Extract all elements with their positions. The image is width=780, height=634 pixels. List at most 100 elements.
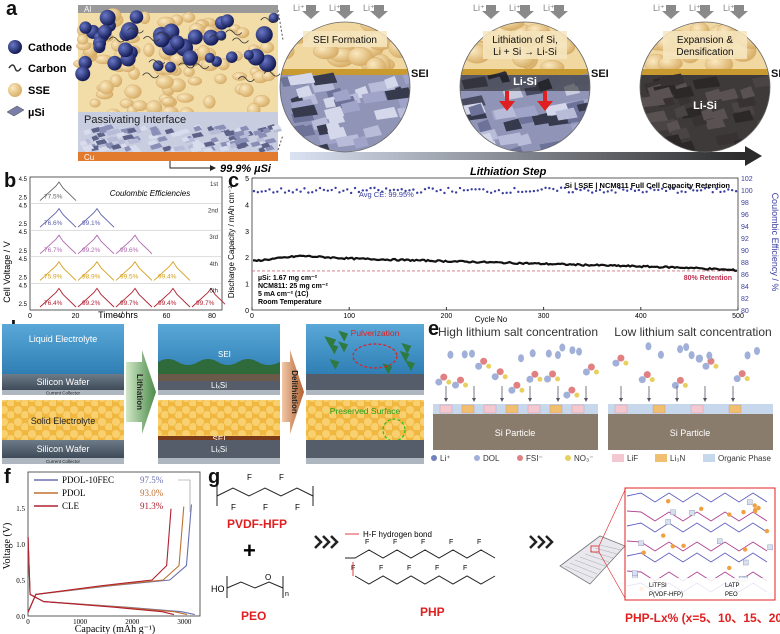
sse-particle [238, 83, 254, 97]
c-ce-point [295, 188, 298, 191]
sse-particle [76, 34, 89, 45]
e-low-salt-scene: Si Particle [608, 342, 773, 450]
c-ce-point [591, 191, 594, 194]
d-preserved-label: Preserved Surface [330, 406, 401, 416]
b-efficiency-label: 99.4% [158, 300, 177, 307]
si-flake [128, 144, 139, 151]
e-legend-label: LiF [627, 454, 638, 463]
si-flake [126, 127, 137, 134]
c-ce-point [373, 186, 376, 190]
si-flake [150, 130, 162, 137]
purity-label: 99.9% µSi [220, 163, 272, 175]
b-efficiency-label: 99.7% [120, 300, 139, 307]
f-legend-label: PDOL-10FEC [62, 475, 114, 485]
g-php-label: PHP [420, 605, 445, 619]
c-ce-point [330, 188, 333, 192]
c-ce-point [478, 188, 481, 191]
c-ce-point [353, 186, 357, 190]
f-legend-label: PDOL [62, 488, 86, 498]
b-efficiency-label: 98.9% [82, 273, 101, 280]
b-efficiency-label: 99.1% [82, 220, 101, 227]
sse-particle [182, 12, 196, 23]
c-ce-point [532, 189, 536, 193]
g-hbond-label: H-F hydrogen bond [363, 530, 432, 539]
c-ce-point [287, 189, 291, 193]
c-ce-point [342, 189, 345, 192]
c-ytick-right: 96 [741, 212, 749, 219]
sei-label: SEI [591, 68, 609, 80]
si-flake [149, 126, 159, 133]
li-arrow [696, 5, 714, 19]
cathode-particle [255, 26, 273, 44]
c-ce-point [334, 186, 337, 190]
cathode-particle [78, 55, 92, 70]
c-ce-point [684, 190, 687, 194]
e-legend-swatch [612, 454, 624, 462]
li-ion-label: Li⁺ [473, 3, 485, 13]
si-flake [214, 124, 227, 131]
carbon-fiber [108, 36, 126, 43]
c-capacity-series [253, 254, 738, 273]
svg-text:n: n [285, 591, 289, 598]
c-ce-point [734, 189, 738, 193]
c-xtick: 200 [441, 313, 453, 320]
b-ytick: 4.5 [19, 230, 28, 236]
c-ce-point [435, 189, 438, 193]
li-ion-label: Li⁺ [723, 3, 735, 13]
d-collector-label-solid: Current Collector [46, 459, 81, 464]
c-ce-point [688, 186, 691, 190]
al-label: Al [84, 5, 91, 14]
d-liquid-label: Liquid Electrolyte [29, 334, 98, 344]
c-ce-point [365, 189, 368, 192]
c-ce-point [404, 189, 407, 193]
f-discharge-curve [27, 536, 188, 616]
c-ce-point [256, 191, 260, 194]
c-ce-point [462, 189, 466, 192]
c-ce-point [598, 188, 602, 192]
stage-title: Li + Si → Li-Si [493, 47, 557, 58]
svg-text:O: O [265, 573, 271, 582]
f-xtick: 3000 [177, 618, 192, 626]
sei-label: SEI [771, 68, 780, 80]
c-ce-point [587, 189, 590, 192]
c-condition: NCM811: 25 mg cm⁻² [258, 283, 328, 290]
si-flake [95, 139, 108, 146]
li-arrow [336, 5, 354, 19]
b-xtick: 40 [117, 313, 125, 320]
carbon-fiber [127, 27, 144, 34]
c-ce-point [653, 188, 656, 192]
c-ce-point [552, 187, 555, 191]
b-cycle-curve [153, 261, 191, 281]
svg-text:HO: HO [211, 584, 225, 594]
cathode-particle [164, 61, 176, 73]
c-plot-frame [251, 177, 739, 311]
g-pvdf-label: PVDF-HFP [227, 517, 287, 531]
e-legend-label: Li⁺ [440, 454, 450, 463]
si-flake [239, 125, 250, 132]
stage-inner-label: Li-Si [693, 100, 717, 112]
b-ytick: 4.5 [19, 177, 28, 183]
g-legend-pvdf: P(VDF-HFP) [649, 592, 683, 598]
si-flake [83, 129, 92, 136]
sse-particle [132, 100, 148, 112]
b-efficiency-label: 99.2% [82, 247, 101, 254]
panel-c-ylabel-right: Coulombic Efficiency / % [770, 193, 780, 292]
li-arrow [730, 5, 748, 19]
c-ytick: 5 [245, 176, 249, 183]
c-ce-point [559, 186, 563, 189]
si-flake [202, 147, 214, 154]
carbon-fiber [237, 76, 255, 82]
b-cycle-curve [115, 287, 153, 308]
c-retention-label: 80% Retention [684, 275, 732, 282]
sei-label: SEI [411, 68, 429, 80]
c-ce-point [629, 187, 633, 191]
f-legend-efficiency: 93.0% [140, 488, 164, 498]
